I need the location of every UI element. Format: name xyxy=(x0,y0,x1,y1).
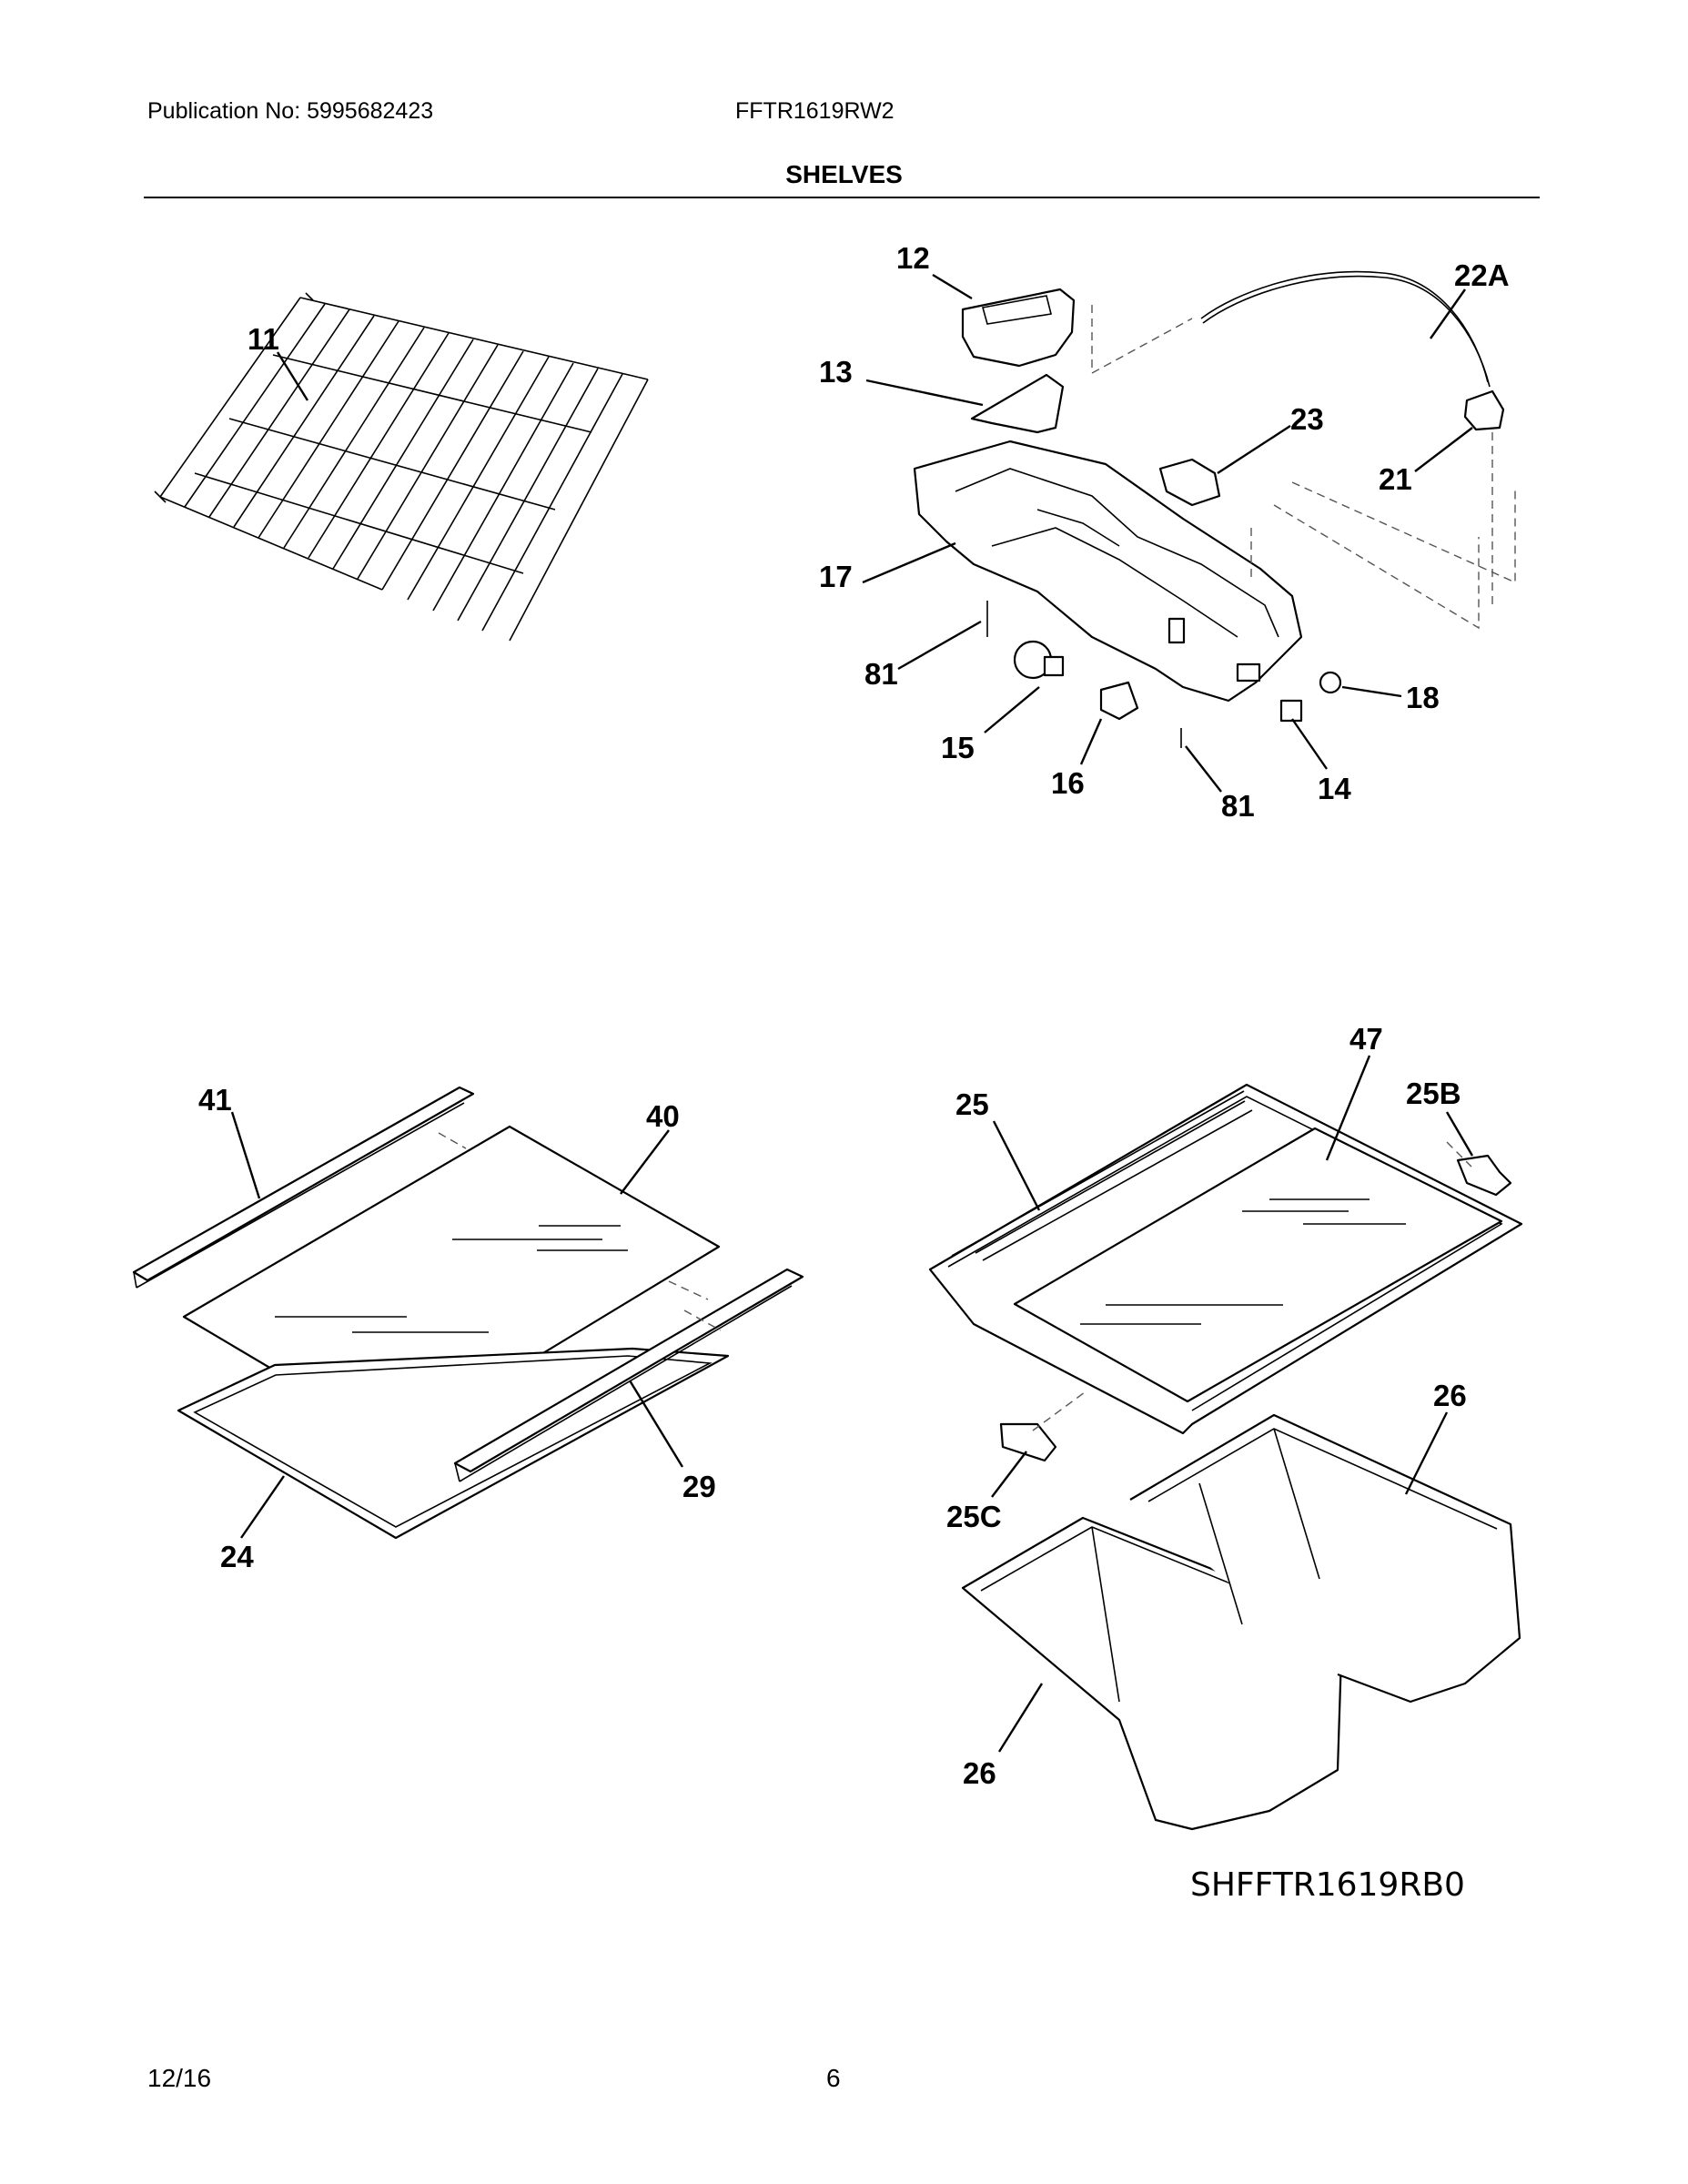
crisper-assembly xyxy=(928,1083,1523,1831)
callout-26-left: 26 xyxy=(963,1756,996,1790)
light-housing-assembly xyxy=(913,270,1516,748)
callout-15: 15 xyxy=(941,731,975,764)
callout-17: 17 xyxy=(819,560,853,593)
callout-25: 25 xyxy=(955,1087,989,1121)
publication-number: Publication No: 5995682423 xyxy=(147,98,434,124)
callout-23: 23 xyxy=(1290,402,1324,436)
header-divider xyxy=(144,197,1540,198)
wire-shelf-11 xyxy=(154,292,649,642)
callout-13: 13 xyxy=(819,355,853,389)
page-number: 6 xyxy=(826,2064,841,2092)
callout-29: 29 xyxy=(682,1470,716,1503)
callout-25B: 25B xyxy=(1406,1077,1461,1110)
callout-47: 47 xyxy=(1349,1022,1383,1056)
callout-21: 21 xyxy=(1379,462,1412,496)
callout-41: 41 xyxy=(198,1083,232,1117)
callout-12: 12 xyxy=(896,241,930,275)
callout-81-lower: 81 xyxy=(1221,789,1255,823)
callout-16: 16 xyxy=(1051,766,1085,800)
page-title: SHELVES xyxy=(785,160,903,188)
drawing-code: SHFFTR1619RB0 xyxy=(1190,1866,1465,1904)
callout-81-upper: 81 xyxy=(864,657,898,691)
callout-leader-lines xyxy=(230,273,1474,1753)
callout-11: 11 xyxy=(248,322,279,356)
callout-26-right: 26 xyxy=(1433,1379,1467,1412)
callout-18: 18 xyxy=(1406,681,1440,714)
model-number: FFTR1619RW2 xyxy=(735,98,895,124)
footer-date: 12/16 xyxy=(147,2064,212,2092)
callout-40: 40 xyxy=(646,1099,680,1133)
callout-22A: 22A xyxy=(1454,258,1510,292)
callout-24: 24 xyxy=(220,1540,254,1573)
callout-25C: 25C xyxy=(946,1500,1002,1533)
callout-14: 14 xyxy=(1318,772,1351,805)
glass-shelf-assembly xyxy=(132,1086,804,1540)
